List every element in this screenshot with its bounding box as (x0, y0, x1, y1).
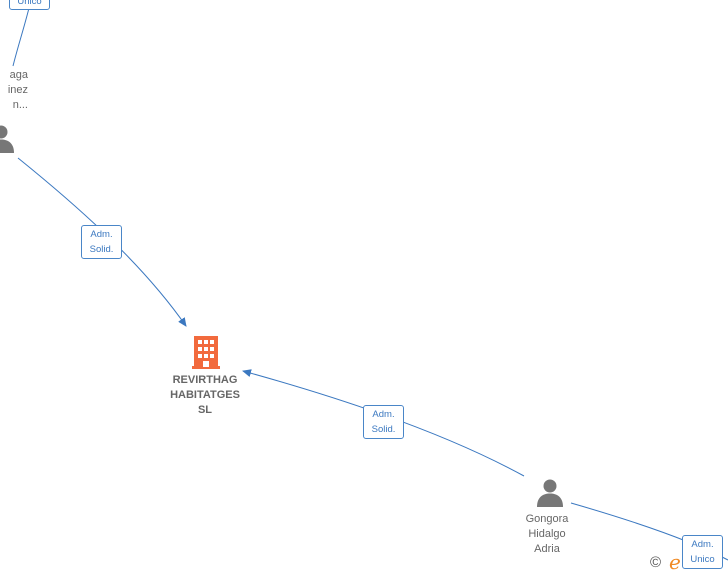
building-icon[interactable] (192, 335, 220, 369)
edge-label-gongora-offscreen[interactable]: Adm. Unico (682, 535, 723, 569)
person-top-left-name[interactable]: aga inez n... (7, 69, 28, 111)
edge-line-top (12, 7, 30, 67)
edge-label-top-offscreen[interactable]: Unico (9, 0, 50, 10)
company-name[interactable]: REVIRTHAG HABITATGES SL (170, 374, 240, 416)
edge-label-gongora-company[interactable]: Adm. Solid. (363, 405, 404, 439)
edge-label-topleft-company[interactable]: Adm. Solid. (81, 225, 122, 259)
brand-logo-letter: e (669, 550, 681, 574)
person-icon[interactable] (535, 478, 565, 508)
person-icon[interactable] (0, 124, 16, 154)
person-gongora-name[interactable]: Gongora Hidalgo Adria (525, 513, 569, 555)
copyright-symbol: © (650, 554, 662, 571)
